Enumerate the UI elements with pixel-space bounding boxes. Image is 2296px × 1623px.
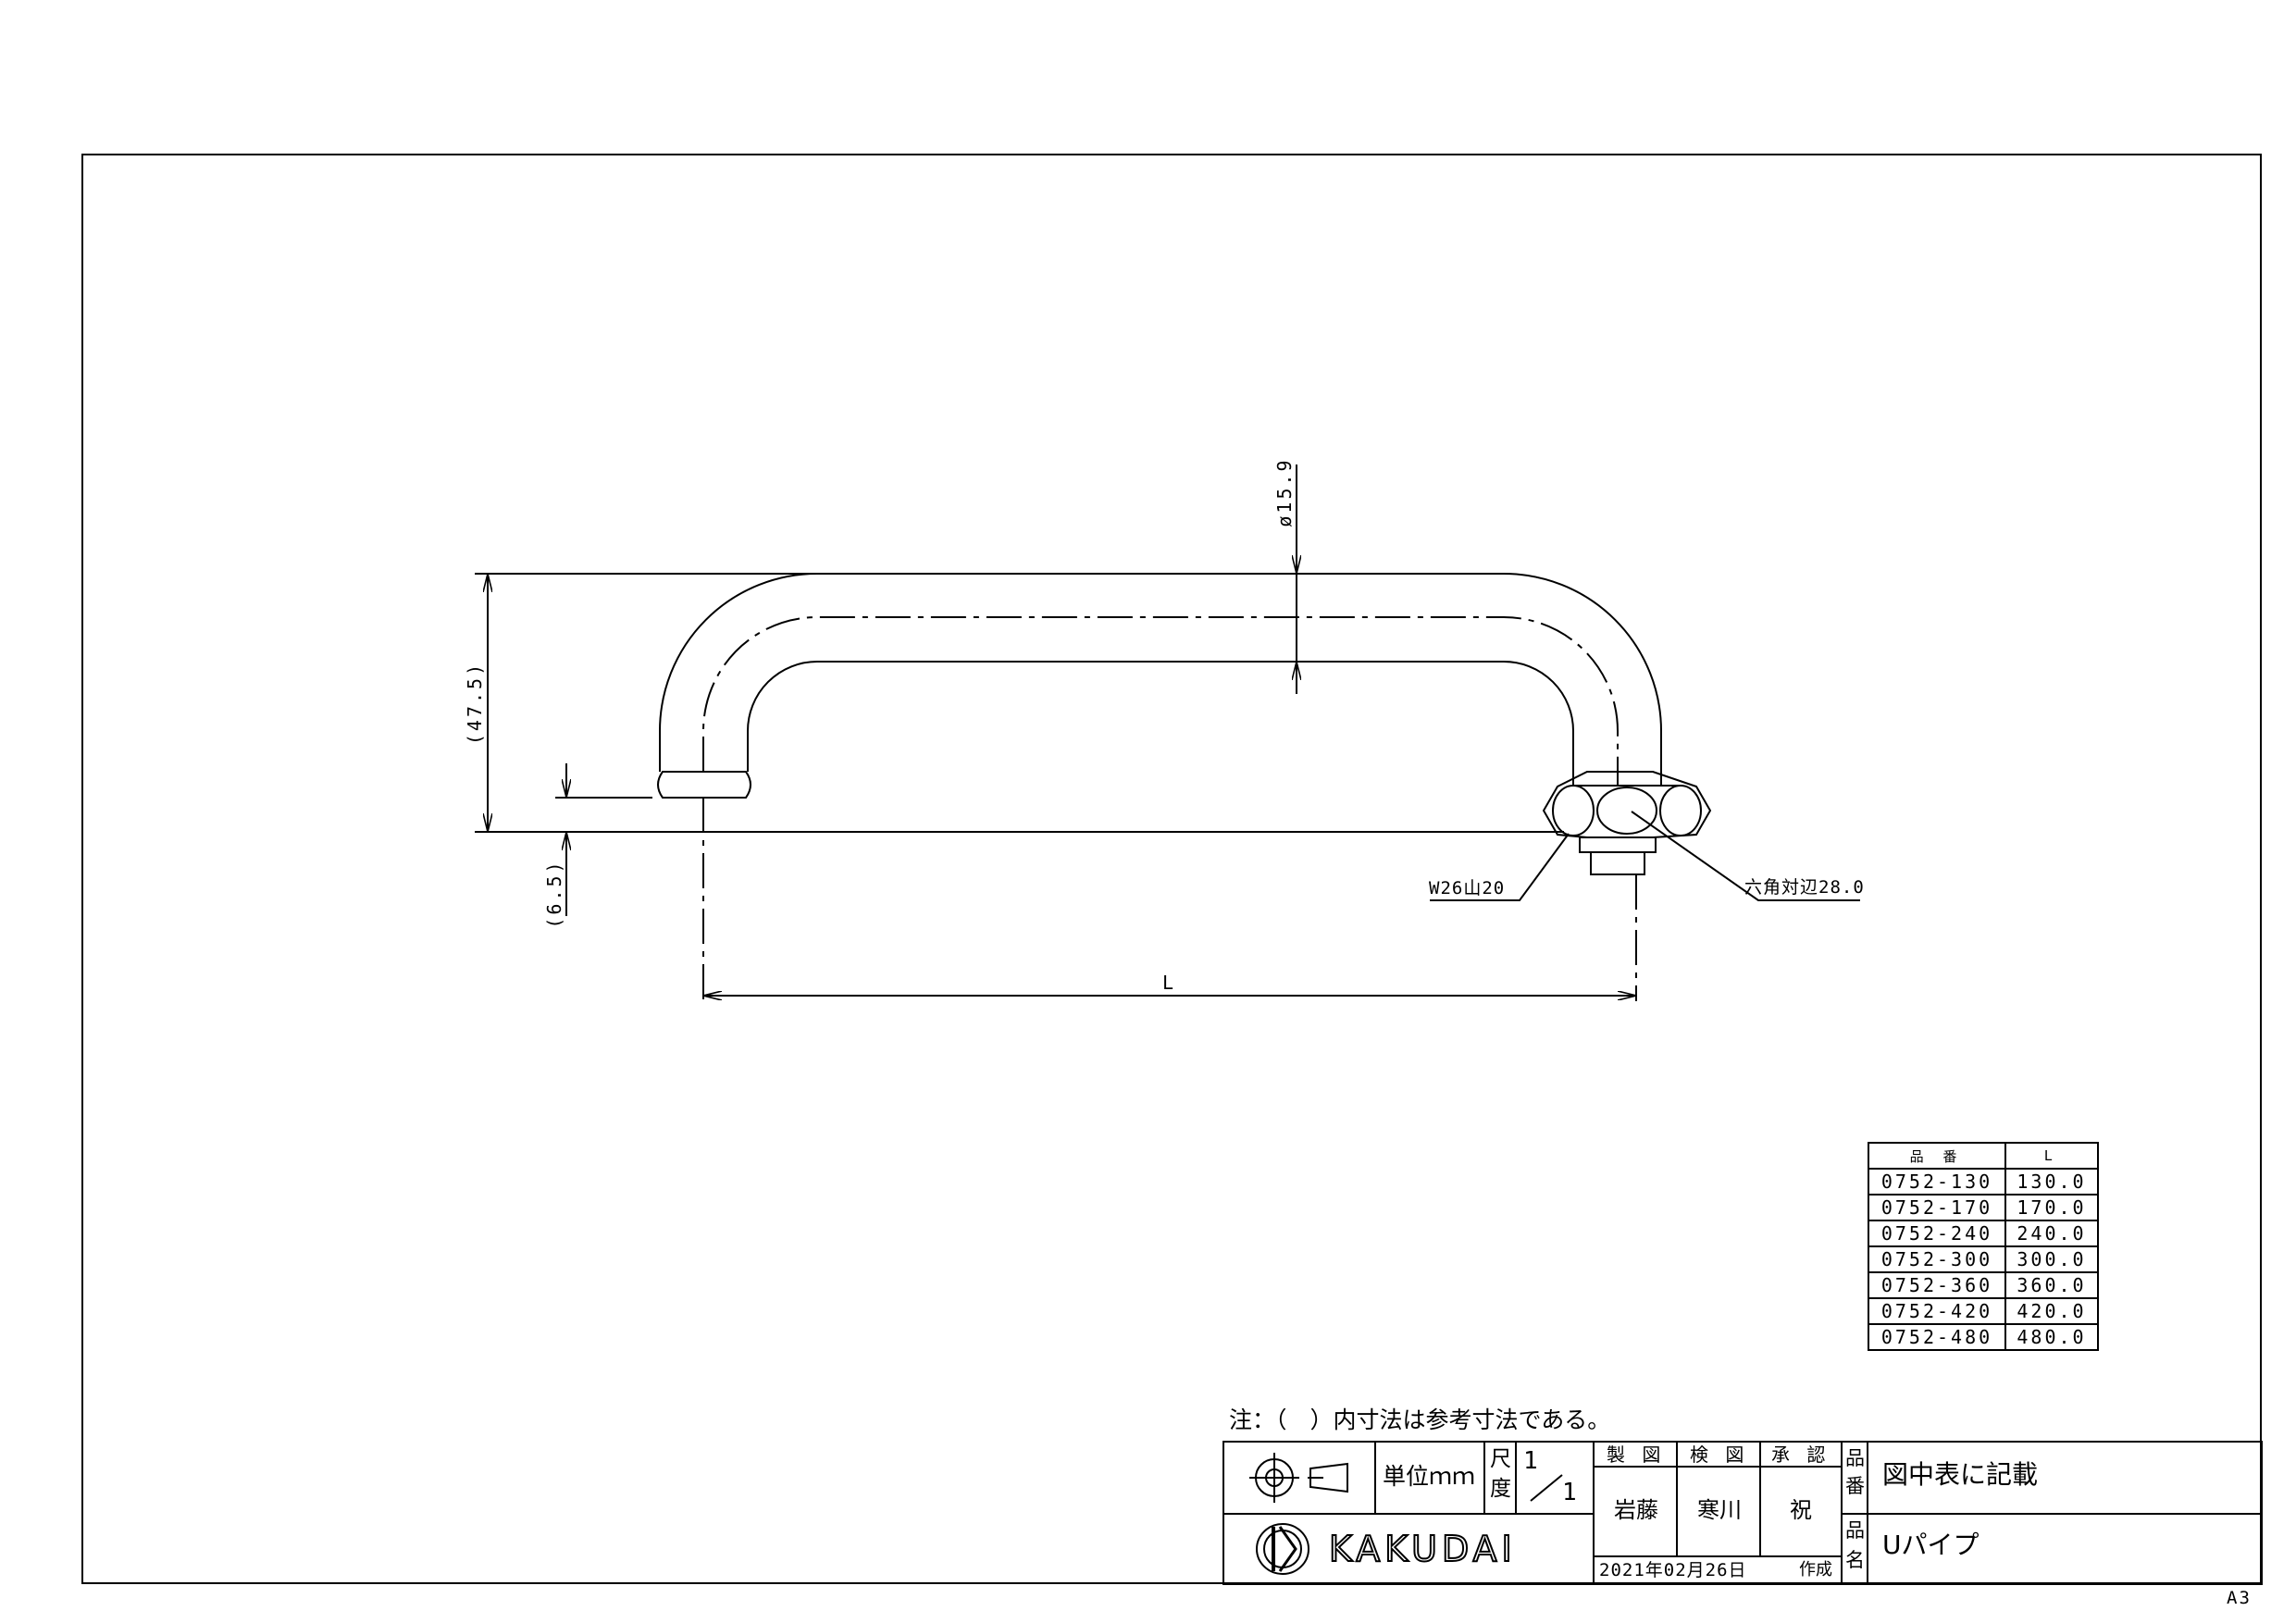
length-cell: 240.0 [2004, 1220, 2099, 1247]
length-cell: 130.0 [2004, 1168, 2099, 1196]
drawing-frame [81, 154, 2262, 1584]
unit-label: 単位ｍｍ [1383, 1463, 1476, 1490]
kakudai-logo-icon [1256, 1523, 1309, 1575]
length-cell: 480.0 [2004, 1323, 2099, 1351]
header-length: L [2004, 1142, 2099, 1170]
scale-numerator: 1 [1523, 1447, 1541, 1475]
scale-denominator: 1 [1562, 1479, 1580, 1506]
hex-label: 六角対辺28.0 [1744, 877, 1865, 898]
dim-length-label: L [1162, 972, 1177, 994]
pipe-centerline [702, 616, 1619, 787]
name-label-bottom: 名 [1845, 1549, 1865, 1571]
length-cell: 420.0 [2004, 1297, 2099, 1325]
creation-date: 2021年02月26日 [1599, 1560, 1747, 1580]
part-name-value: Uパイプ [1882, 1530, 1980, 1560]
pipe-outer [659, 573, 1662, 787]
length-cell: 360.0 [2004, 1271, 2099, 1299]
title-block-lines [1222, 1441, 2263, 1585]
creation-date-suffix: 作成 [1799, 1560, 1832, 1580]
part-no-cell: 0752-130 [1868, 1168, 2006, 1196]
part-no-cell: 0752-420 [1868, 1297, 2006, 1325]
reference-dimension-note: 注：（ ）内寸法は参考寸法である。 [1229, 1406, 1611, 1433]
parts-table-header: 品 番 L [1868, 1142, 2099, 1170]
header-part-no: 品 番 [1868, 1142, 2006, 1170]
approved-label: 承 認 [1771, 1443, 1831, 1466]
part-no-cell: 0752-170 [1868, 1194, 2006, 1221]
pipe-inner [747, 661, 1574, 785]
part-no-value: 図中表に記載 [1882, 1459, 2039, 1490]
spout-cap [657, 771, 751, 799]
checked-by: 寒川 [1697, 1497, 1742, 1523]
part-no-cell: 0752-240 [1868, 1220, 2006, 1247]
company-name: KAKUDAI [1328, 1529, 1517, 1569]
part-no-cell: 0752-480 [1868, 1323, 2006, 1351]
dim-offset-label: (6.5) [543, 859, 565, 929]
part-no-label-top: 品 [1845, 1447, 1865, 1469]
length-cell: 170.0 [2004, 1194, 2099, 1221]
scale-label-bottom: 度 [1490, 1477, 1511, 1501]
length-cell: 300.0 [2004, 1245, 2099, 1273]
approved-by: 祝 [1790, 1497, 1812, 1523]
hex-nut [1542, 771, 1712, 838]
part-no-cell: 0752-360 [1868, 1271, 2006, 1299]
dim-diameter-label: ø15.9 [1273, 457, 1296, 527]
drawn-by: 岩藤 [1614, 1497, 1658, 1523]
thread-stub [1579, 836, 1657, 853]
projection-symbol-icon [1249, 1453, 1348, 1503]
dim-height-label: (47.5) [464, 661, 486, 746]
sheet-size-label: A3 [2227, 1588, 2252, 1608]
scale-label-top: 尺 [1490, 1447, 1511, 1471]
name-label-top: 品 [1845, 1519, 1865, 1542]
drawn-label: 製 図 [1607, 1443, 1667, 1466]
checked-label: 検 図 [1690, 1443, 1750, 1466]
part-no-cell: 0752-300 [1868, 1245, 2006, 1273]
part-no-label-bottom: 番 [1845, 1475, 1865, 1497]
thread-label: W26山20 [1429, 878, 1506, 898]
